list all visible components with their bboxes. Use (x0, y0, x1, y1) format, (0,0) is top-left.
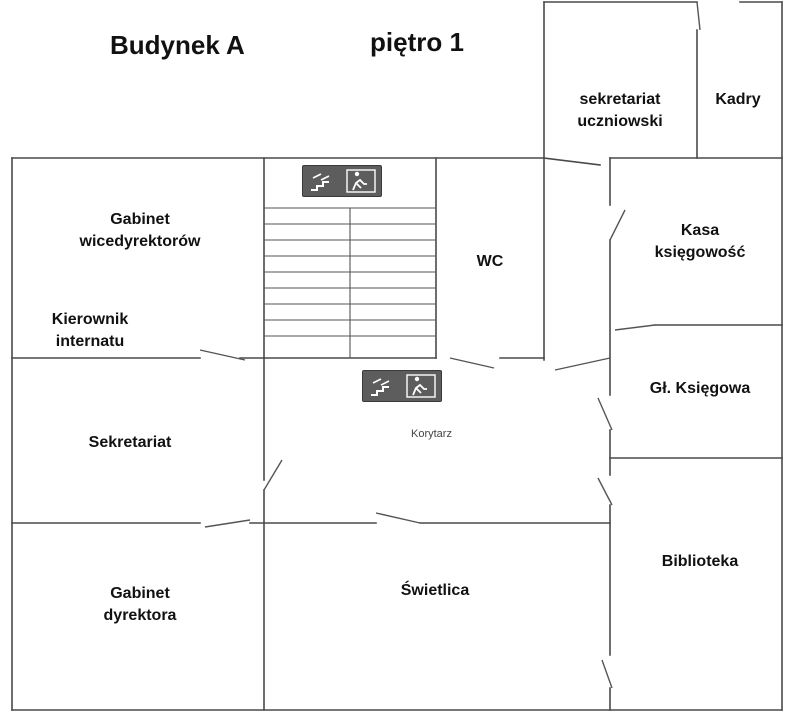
room-label-sekretariat: Sekretariat (88, 434, 172, 451)
room-label-swietlica: Świetlica (400, 582, 470, 599)
room-label-gabinet-dyrektora: Gabinet dyrektora (103, 585, 177, 624)
room-label-kierownik-internatu: Kierownik internatu (51, 311, 129, 350)
room-label-wc: WC (476, 253, 504, 270)
emergency-exit-stairs-icon (362, 370, 442, 402)
room-label-gabinet-wicedyrektorow: Gabinet wicedyrektorów (79, 211, 201, 250)
emergency-exit-stairs-icon (302, 165, 382, 197)
room-label-korytarz: Korytarz (411, 428, 452, 440)
room-label-biblioteka: Biblioteka (661, 553, 739, 570)
floor-title: piętro 1 (370, 27, 464, 57)
staircase (264, 207, 436, 358)
room-label-kadry: Kadry (715, 91, 761, 108)
doors (199, 1, 701, 689)
room-label-kasa-ksiegowosc: Kasa księgowość (654, 222, 746, 261)
building-title: Budynek A (110, 30, 245, 60)
room-label-gl-ksiegowa: Gł. Księgowa (649, 380, 751, 397)
room-label-sekretariat-uczniowski: sekretariat uczniowski (577, 91, 663, 130)
